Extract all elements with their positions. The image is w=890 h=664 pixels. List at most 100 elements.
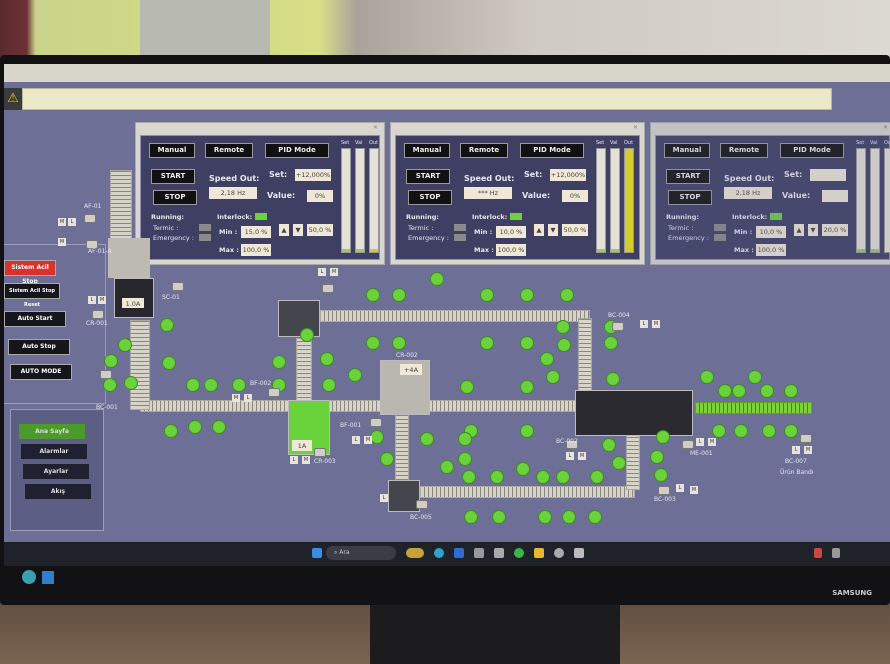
close-icon[interactable]: ✕ xyxy=(372,124,378,131)
max-input[interactable]: 100,0 % xyxy=(241,244,271,256)
file-explorer-icon[interactable] xyxy=(534,548,544,558)
sensor-indicator xyxy=(232,378,246,392)
auto-mode-button[interactable]: AUTO MODE xyxy=(10,364,72,380)
edge-icon[interactable] xyxy=(434,548,444,558)
mode-toggle[interactable]: L xyxy=(68,218,76,226)
pid-mode-button[interactable]: PID Mode xyxy=(780,143,844,158)
down-arrow-button[interactable]: ▼ xyxy=(808,224,818,236)
mode-toggle[interactable]: L xyxy=(318,268,326,276)
conveyor xyxy=(578,318,592,392)
navigation-panel: Ana Sayfa Alarmlar Ayarlar Akış xyxy=(10,409,104,531)
manual-button[interactable]: Manual xyxy=(404,143,450,158)
desktop-icon[interactable] xyxy=(42,571,54,584)
emergency-stop-button[interactable]: Sistem Acil Stop xyxy=(4,260,56,285)
pid-mode-button[interactable]: PID Mode xyxy=(265,143,329,158)
level-bar xyxy=(596,148,606,253)
mode-toggle[interactable]: M xyxy=(58,218,66,226)
sensor-indicator xyxy=(556,320,570,334)
search-box[interactable]: ⌕ Ara xyxy=(326,546,396,560)
mode-toggle[interactable]: M xyxy=(708,438,716,446)
start-icon[interactable] xyxy=(312,548,322,558)
bar-label: Val xyxy=(355,140,363,146)
sensor-indicator xyxy=(370,430,384,444)
mode-toggle[interactable]: L xyxy=(676,484,684,492)
manual-button[interactable]: Manual xyxy=(149,143,195,158)
mode-toggle[interactable]: M xyxy=(302,456,310,464)
min-input[interactable]: 10,0 % xyxy=(756,226,786,238)
nav-home[interactable]: Ana Sayfa xyxy=(19,424,85,439)
max-input[interactable]: 100,0 % xyxy=(496,244,526,256)
app-icon[interactable] xyxy=(474,548,484,558)
mode-toggle[interactable]: L xyxy=(380,494,388,502)
network-icon[interactable] xyxy=(832,548,840,558)
mode-toggle[interactable]: M xyxy=(58,238,66,246)
remote-button[interactable]: Remote xyxy=(460,143,508,158)
auto-stop-button[interactable]: Auto Stop xyxy=(8,339,70,355)
nav-alarms[interactable]: Alarmlar xyxy=(21,444,87,459)
close-icon[interactable]: ✕ xyxy=(632,124,638,131)
set-input[interactable]: +12,000% xyxy=(295,169,331,181)
mode-toggle[interactable]: M xyxy=(804,446,812,454)
auto-start-button[interactable]: Auto Start xyxy=(4,311,66,327)
sensor-indicator xyxy=(458,452,472,466)
app-icon[interactable] xyxy=(514,548,524,558)
motor-icon xyxy=(416,500,428,509)
manual-button[interactable]: Manual xyxy=(664,143,710,158)
emergency-reset-button[interactable]: Sistem Acil Stop Reset xyxy=(4,283,60,308)
tray-icon[interactable] xyxy=(814,548,822,558)
mode-toggle[interactable]: L xyxy=(792,446,800,454)
min-input[interactable]: 10,0 % xyxy=(496,226,526,238)
mode-toggle[interactable]: M xyxy=(364,436,372,444)
set-input[interactable] xyxy=(810,169,846,181)
mode-toggle[interactable]: M xyxy=(330,268,338,276)
store-icon[interactable] xyxy=(454,548,464,558)
mode-toggle[interactable]: M xyxy=(690,486,698,494)
pid-mode-button[interactable]: PID Mode xyxy=(520,143,584,158)
sensor-indicator xyxy=(464,510,478,524)
start-button[interactable]: START xyxy=(406,169,450,184)
running-label: Running: xyxy=(151,213,184,221)
app-icon[interactable] xyxy=(574,548,584,558)
sensor-indicator xyxy=(186,378,200,392)
start-button[interactable]: START xyxy=(666,169,710,184)
start-button[interactable]: START xyxy=(151,169,195,184)
nav-settings[interactable]: Ayarlar xyxy=(23,464,89,479)
mode-toggle[interactable]: L xyxy=(88,296,96,304)
running-label: Running: xyxy=(406,213,439,221)
desktop-icon[interactable] xyxy=(22,570,36,584)
mode-toggle[interactable]: L xyxy=(640,320,648,328)
mode-toggle[interactable]: L xyxy=(290,456,298,464)
max-input[interactable]: 100,0 % xyxy=(756,244,786,256)
stop-button[interactable]: STOP xyxy=(408,190,452,205)
warning-icon[interactable]: ⚠ xyxy=(4,88,22,110)
settings-icon[interactable] xyxy=(554,548,564,558)
min-label: Min : xyxy=(219,228,238,236)
stop-button[interactable]: STOP xyxy=(668,190,712,205)
mode-toggle[interactable]: L xyxy=(566,452,574,460)
mode-toggle[interactable]: L xyxy=(244,394,252,402)
remote-button[interactable]: Remote xyxy=(205,143,253,158)
mode-toggle[interactable]: L xyxy=(696,438,704,446)
sensor-indicator xyxy=(490,470,504,484)
mode-toggle[interactable]: M xyxy=(578,452,586,460)
close-icon[interactable]: ✕ xyxy=(882,124,888,131)
set-input[interactable]: +12,000% xyxy=(550,169,586,181)
remote-button[interactable]: Remote xyxy=(720,143,768,158)
down-arrow-button[interactable]: ▼ xyxy=(293,224,303,236)
mode-toggle[interactable]: M xyxy=(232,394,240,402)
emergency-indicator xyxy=(714,234,726,241)
app-icon[interactable] xyxy=(494,548,504,558)
up-arrow-button[interactable]: ▲ xyxy=(279,224,289,236)
down-arrow-button[interactable]: ▼ xyxy=(548,224,558,236)
mode-toggle[interactable]: M xyxy=(652,320,660,328)
up-arrow-button[interactable]: ▲ xyxy=(534,224,544,236)
up-arrow-button[interactable]: ▲ xyxy=(794,224,804,236)
stop-button[interactable]: STOP xyxy=(153,190,197,205)
sensor-indicator xyxy=(602,438,616,452)
min-input[interactable]: 15,0 % xyxy=(241,226,271,238)
mode-toggle[interactable]: L xyxy=(352,436,360,444)
nav-flow[interactable]: Akış xyxy=(25,484,91,499)
device-label-cr003: CR-003 xyxy=(314,458,336,465)
mode-toggle[interactable]: M xyxy=(98,296,106,304)
widgets-icon[interactable] xyxy=(406,548,424,558)
